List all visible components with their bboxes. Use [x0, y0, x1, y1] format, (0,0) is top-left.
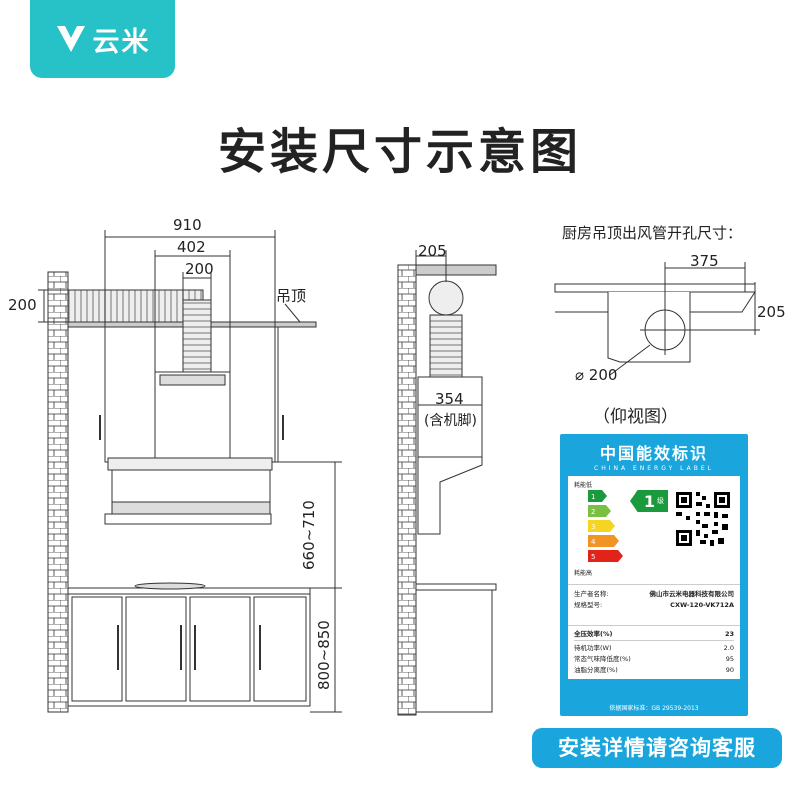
manufacturer-label: 生产者名称: [574, 590, 609, 598]
energy-grade-value: 1 [643, 491, 655, 511]
bottom-view-caption: （仰视图） [593, 407, 678, 427]
low-consumption-label: 耗能低 [574, 482, 593, 489]
stat-value: 90 [725, 666, 734, 674]
dim-cabinet-height: 800~850 [315, 620, 333, 690]
front-lower-cabinets [67, 593, 311, 707]
consult-service-button[interactable]: 安装详情请咨询客服 [532, 728, 782, 768]
qr-code-icon [674, 490, 732, 548]
front-upper-cabinet-left [104, 326, 156, 463]
stat-label: 全压效率(%) [574, 630, 613, 638]
side-view [397, 250, 497, 716]
ceiling-hole-heading: 厨房吊顶出风管开孔尺寸： [562, 224, 743, 242]
stat-label: 待机功率(W) [574, 644, 612, 652]
energy-grade-numbers: 1 2 3 4 5 [591, 490, 595, 565]
energy-info-section: 生产者名称: 佛山市云米电器科技有限公司 规格型号: CXW-120-VK712A [568, 585, 740, 626]
stat-value: 23 [724, 630, 734, 638]
dim-hole-horizontal: 375 [690, 252, 719, 270]
side-hood-body [417, 456, 483, 535]
energy-grade-indicator: 1 级 [630, 490, 668, 512]
energy-standard: 依据国家标准：GB 29539-2013 [609, 705, 699, 712]
side-duct [429, 314, 463, 378]
dim-depth: 354 [435, 390, 464, 408]
stat-value: 95 [725, 655, 734, 663]
side-brick-wall [397, 264, 417, 716]
energy-grade-number: 3 [591, 523, 596, 531]
side-cabinet [415, 587, 493, 713]
energy-grade-number: 5 [591, 553, 596, 561]
ceiling-label: 吊顶 [276, 287, 307, 305]
dim-total-width: 910 [173, 216, 202, 234]
stat-label: 常态气味降低度(%) [574, 655, 631, 663]
depth-note: (含机脚) [424, 413, 477, 429]
dim-wall-offset: 205 [418, 242, 447, 260]
energy-label-subtitle: CHINA ENERGY LABEL [594, 465, 714, 472]
dim-duct-width: 200 [185, 260, 214, 278]
energy-grade-number: 4 [591, 538, 596, 546]
energy-label: 中国能效标识 CHINA ENERGY LABEL 耗能低 1 2 3 4 5 耗能高 … [560, 434, 748, 716]
stat-label: 油脂分离度(%) [574, 666, 618, 674]
dim-hole-vertical: 205 [757, 303, 786, 321]
front-hood-body [107, 457, 273, 471]
brand-logo: 云米 [30, 0, 175, 78]
energy-grade-unit: 级 [657, 497, 664, 505]
ceiling-hole-view [554, 262, 760, 376]
page-title: 安装尺寸示意图 [217, 124, 582, 180]
energy-grade-number: 1 [591, 493, 596, 501]
energy-grade-bars [588, 490, 623, 562]
energy-label-title: 中国能效标识 [599, 444, 708, 463]
brand-name: 云米 [92, 26, 151, 58]
dim-hole-diameter: ⌀ 200 [575, 366, 618, 384]
side-ceiling [415, 264, 497, 276]
dim-duct-height: 200 [8, 296, 37, 314]
model-label: 规格型号: [574, 601, 603, 609]
front-view [38, 230, 342, 713]
stat-value: 2.0 [723, 644, 734, 652]
dim-hood-height: 660~710 [300, 500, 318, 570]
front-hood-chimney [154, 371, 231, 463]
energy-grade-section: 耗能低 1 2 3 4 5 耗能高 1 级 [568, 476, 740, 585]
dim-hood-width: 402 [177, 238, 206, 256]
manufacturer-value: 佛山市云米电器科技有限公司 [649, 590, 735, 598]
front-duct-vertical [182, 299, 212, 376]
front-brick-wall [47, 271, 69, 713]
front-upper-cabinet-right [229, 326, 279, 463]
energy-grade-number: 2 [591, 508, 596, 516]
high-consumption-label: 耗能高 [574, 570, 593, 577]
energy-stats: 全压效率(%) 23 待机功率(W) 2.0 常态气味降低度(%) 95 油脂分离度(… [568, 626, 740, 679]
logo-v-icon [56, 26, 85, 52]
model-value: CXW-120-VK712A [670, 601, 734, 609]
